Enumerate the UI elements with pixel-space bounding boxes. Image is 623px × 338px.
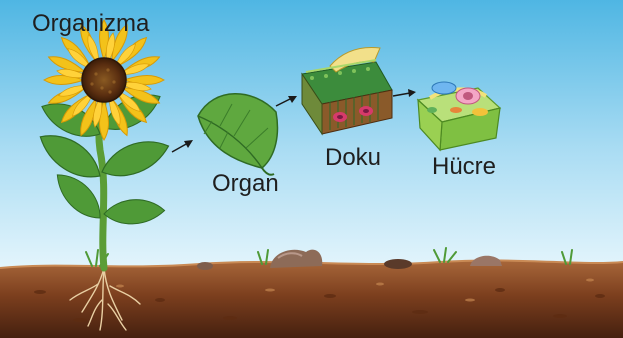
label-tissue: Doku (325, 146, 381, 170)
soil-ground (0, 260, 623, 338)
sunflower-head (44, 20, 164, 140)
label-cell: Hücre (432, 155, 496, 179)
label-organism: Organizma (32, 12, 149, 36)
label-organ: Organ (212, 172, 279, 196)
